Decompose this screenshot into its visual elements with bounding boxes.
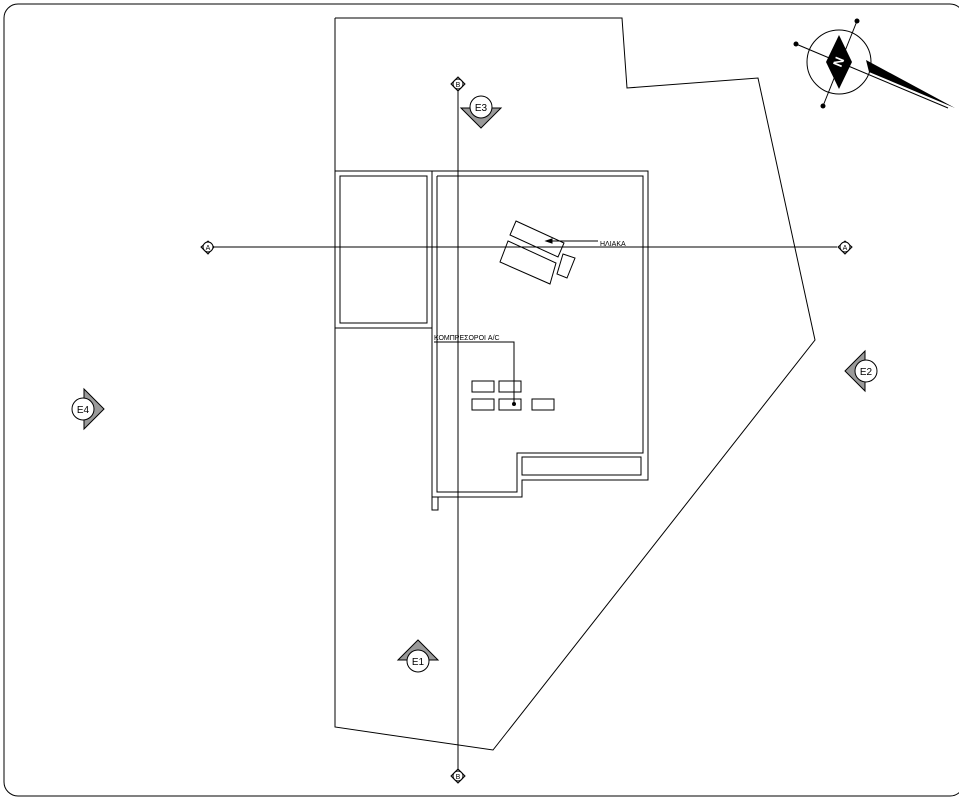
north-arrow-icon: N bbox=[793, 18, 955, 109]
section-marker-a-right: A bbox=[837, 240, 853, 255]
section-marker-b-top: B bbox=[450, 76, 466, 92]
elevation-label-e2: E2 bbox=[860, 367, 873, 378]
solar-panels bbox=[499, 220, 598, 285]
elevation-label-e1: E1 bbox=[412, 657, 425, 668]
plot-boundary bbox=[334, 17, 816, 751]
ac-compressors-label: ΚΟΜΠΡΕΣΟΡΟΙ A/C bbox=[434, 335, 500, 342]
section-line-b: B B bbox=[450, 76, 466, 784]
elevation-marker-e3: E3 bbox=[459, 95, 503, 129]
section-label-b-bottom: B bbox=[456, 774, 461, 781]
elevation-label-e4: E4 bbox=[77, 405, 90, 416]
solar-panels-label: ΗΛΙΑΚΑ bbox=[600, 241, 626, 248]
elevation-marker-e4: E4 bbox=[71, 387, 105, 431]
section-label-a-right: A bbox=[843, 245, 848, 252]
section-label-a-left: A bbox=[206, 245, 211, 252]
section-marker-a-left: A bbox=[200, 240, 215, 255]
section-label-b-top: B bbox=[456, 82, 461, 89]
section-line-a: A A bbox=[200, 240, 853, 255]
section-marker-b-bottom: B bbox=[450, 768, 466, 784]
annex-building bbox=[334, 170, 433, 329]
drawing-frame bbox=[3, 3, 959, 797]
elevation-marker-e2: E2 bbox=[844, 349, 878, 393]
main-building bbox=[431, 170, 649, 511]
elevation-label-e3: E3 bbox=[475, 103, 488, 114]
ac-compressors bbox=[434, 341, 555, 411]
elevation-marker-e1: E1 bbox=[396, 639, 440, 673]
